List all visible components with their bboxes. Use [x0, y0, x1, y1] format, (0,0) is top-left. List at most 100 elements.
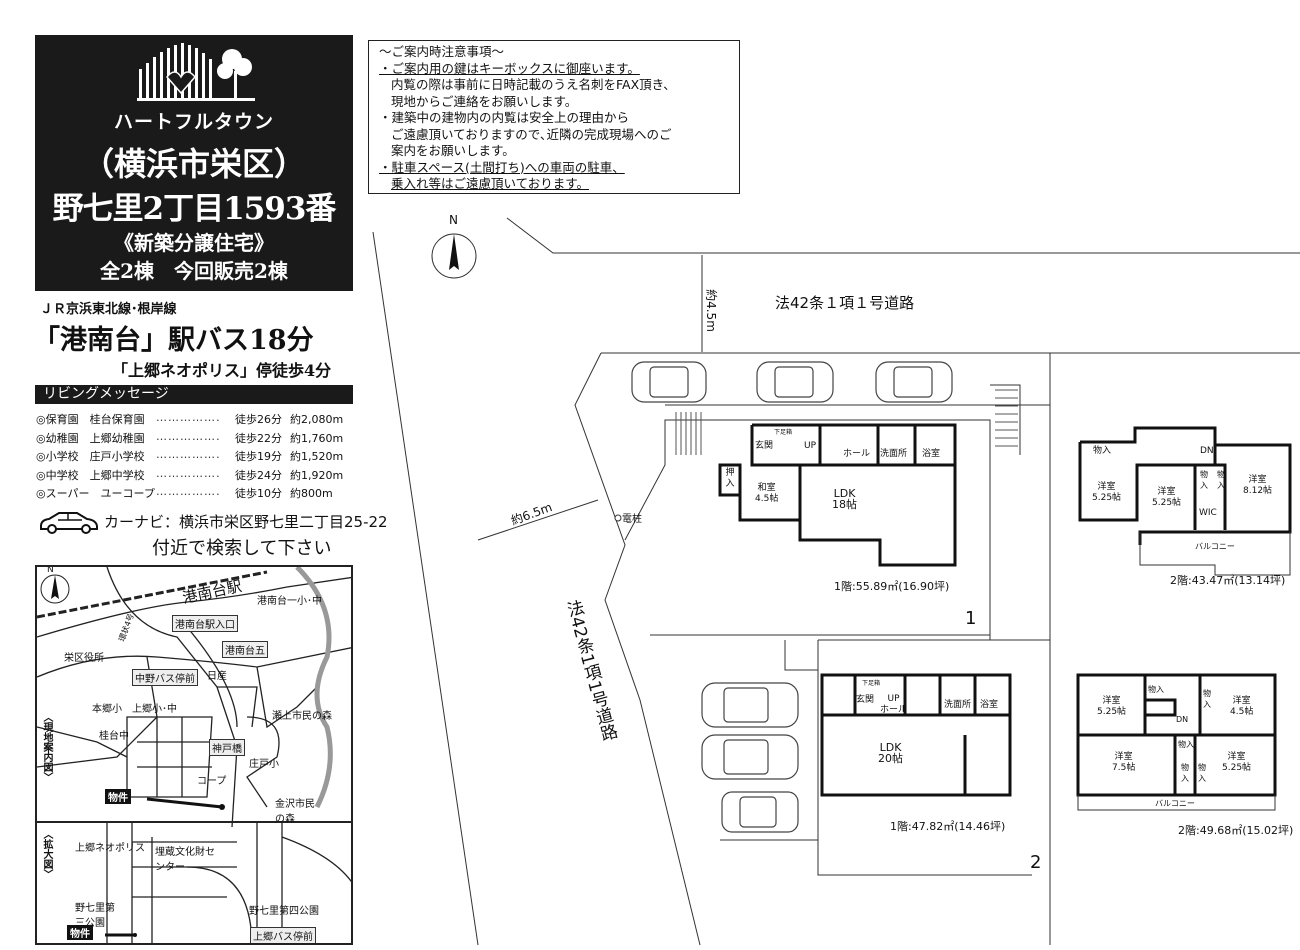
facility-name: ◎中学校 上郷中学校 [36, 468, 145, 482]
car-navi-note: 付近で検索して下さい [152, 538, 332, 559]
map-label: 瀬上市民の森 [272, 711, 332, 722]
map-label: 上郷ネオポリス [75, 843, 145, 854]
map-label: 港南台駅入口 [172, 615, 238, 632]
room-label: DN [1176, 715, 1189, 724]
brand-name: ハートフルタウン [113, 111, 274, 133]
room-label: 玄関 [755, 441, 774, 451]
map-label: 栄区役所 [64, 653, 104, 664]
floor-plan-lot1-1f [718, 423, 957, 567]
map-label: 上郷バス停前 [250, 927, 316, 943]
room-label: 下足箱 [862, 680, 881, 687]
facility-name: ◎小学校 庄戸小学校 [36, 450, 145, 463]
lot-number-2: 2 [1030, 852, 1042, 873]
walk-time: 徒歩24分 [235, 468, 282, 482]
room-label: 洋室 5.25帖 [1222, 752, 1252, 773]
room-label: 押入 [725, 468, 735, 489]
viewing-notice: ～ご案内時注意事項～ ・ご案内用の鍵はキーボックスに御座います。 内覧の際は事前… [368, 40, 740, 194]
heartful-town-logo [137, 43, 255, 101]
map-label: 神戸橋 [209, 739, 245, 756]
floor-plan-lot2-1f [820, 673, 1012, 797]
room-label: バルコニー [1155, 799, 1195, 808]
room-label: 下足箱 [774, 429, 793, 436]
property-marker: 物件 [105, 789, 131, 804]
map-label: 桂台中 [99, 731, 129, 742]
compass-needle [449, 234, 459, 270]
room-label: 洋室 5.25帖 [1097, 696, 1127, 717]
room-label: 物入 [1178, 740, 1194, 749]
notice-line: ・ご案内用の鍵はキーボックスに御座います。 [379, 60, 640, 76]
map-label: 野七里第三公園 [75, 903, 115, 929]
living-message-header: リビングメッセージ [35, 385, 353, 404]
floor-plan-lot1-2f [1078, 426, 1292, 545]
walk-time: 徒歩22分 [235, 431, 282, 445]
property-marker: 物件 [67, 925, 93, 940]
notice-line: ・駐車スペース(土間打ち)への車両の駐車、 [379, 159, 625, 175]
leader-dots: ………………………… [156, 448, 220, 461]
room-label: LDK 20帖 [878, 741, 903, 765]
room-label: ホール [843, 449, 871, 459]
notice-line: 内覧の際は事前に日時記載のうえ名刺をFAX頂き、 [391, 77, 676, 92]
map-label: 庄戸小 [249, 759, 279, 770]
leader-dots: ………………………… [156, 466, 220, 480]
room-label: 洗面所 [944, 700, 972, 710]
ward-name: （横浜市栄区） [81, 145, 306, 183]
map-label: 日産 [207, 671, 227, 682]
notice-line: 案内をお願いします。 [391, 143, 515, 158]
room-label: LDK 18帖 [832, 487, 857, 511]
car-navi-address: カーナビ：横浜市栄区野七里二丁目25-22 [104, 513, 388, 531]
map-label: 中野バス停前 [132, 669, 198, 686]
room-label: 和室 4.5帖 [755, 483, 779, 504]
leader-dots: ………………………… [156, 411, 220, 424]
detail-map-title: 〈拡大図〉 [41, 829, 52, 879]
room-label: 物入 [1181, 763, 1189, 783]
map-label: 埋蔵文化財センター [155, 847, 215, 873]
bus-stop-access: 「上郷ネオポリス」停徒歩4分 [112, 361, 332, 380]
floor-area-caption: 1階:55.89㎡(16.90坪) [834, 580, 950, 593]
map-label: 港南台五 [222, 641, 268, 658]
location-map: N 港南台駅 港南台一小･中 港南台駅入口 港南台五 栄区役所 中野バス停前 日… [35, 565, 353, 945]
room-label: 物入 [1200, 470, 1208, 490]
facility-name: ◎スーパー ユーコープ [36, 487, 155, 500]
utility-pole-label: 電柱 [622, 514, 642, 525]
leader-dots: ………………………… [156, 429, 220, 443]
room-label: 洋室 5.25帖 [1152, 487, 1182, 508]
distance: 約1,920m [290, 468, 344, 482]
floor-plan-lot2-2f [1076, 673, 1277, 797]
notice-line: 現地からご連絡をお願いします。 [391, 93, 578, 109]
title-banner: ハートフルタウン （横浜市栄区） 野七里2丁目1593番 《新築分譲住宅》 全2… [35, 35, 353, 291]
room-label: 物入 [1198, 763, 1206, 783]
room-label: 物入 [1148, 685, 1164, 694]
room-label: 洋室 8.12帖 [1243, 475, 1273, 496]
map-roads [37, 567, 351, 943]
notice-line: 乗入れ等はご遠慮頂いております。 [391, 176, 590, 191]
floor-area-caption: 2階:43.47㎡(13.14坪) [1170, 574, 1286, 587]
lot-number-1: 1 [965, 608, 977, 629]
map-label: 港南台一小･中 [257, 596, 322, 607]
room-label: 物入 [1093, 446, 1112, 456]
room-label: 浴室 [922, 449, 941, 459]
road-north-width: 約4.5m [703, 289, 718, 332]
train-line: ＪＲ京浜東北線･根岸線 [40, 302, 177, 317]
north-label: N [449, 213, 458, 227]
map-label: 野七里第四公園 [249, 906, 319, 917]
floor-area-caption: 2階:49.68㎡(15.02坪) [1178, 824, 1294, 837]
distance: 約800m [290, 487, 333, 500]
map-north-label: N [47, 565, 54, 575]
parking-cars [631, 361, 953, 833]
area-map-title: 〈現地案内図〉 [41, 712, 52, 782]
walk-time: 徒歩10分 [235, 487, 282, 500]
car-icon [38, 510, 100, 538]
leader-dots: ………………………… [156, 485, 220, 498]
room-label: 物入 [1203, 689, 1211, 709]
room-label: 物入 [1217, 470, 1225, 490]
map-label: 金沢市民の森 [275, 799, 315, 825]
room-label: UP [804, 441, 817, 451]
room-label: 洋室 5.25帖 [1092, 482, 1122, 503]
room-label: UP ホール [880, 694, 908, 715]
